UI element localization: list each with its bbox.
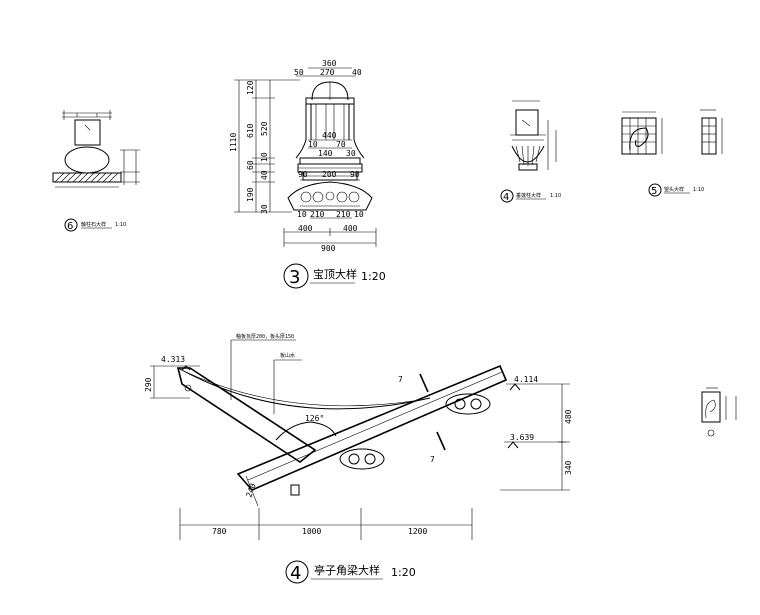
detail-4s-title: 垂莲柱大样 [516,192,541,199]
svg-text:10: 10 [260,152,269,162]
svg-text:4.313: 4.313 [161,355,185,364]
svg-text:1200: 1200 [408,527,427,536]
svg-text:70: 70 [336,140,346,149]
detail-5-number: 5 [651,186,657,197]
svg-text:480: 480 [564,409,573,424]
detail-6-number-circle [64,218,78,232]
detail-4s-number: 4 [503,192,509,203]
svg-text:40: 40 [260,170,269,180]
svg-text:7: 7 [430,455,435,464]
svg-text:440: 440 [322,131,337,140]
svg-text:4.114: 4.114 [514,375,538,384]
svg-text:126°: 126° [305,414,324,423]
svg-text:50: 50 [294,68,304,77]
svg-text:520: 520 [260,121,269,136]
svg-text:3.639: 3.639 [510,433,534,442]
detail-3-scale: 1:20 [361,270,386,283]
svg-text:360: 360 [322,59,337,68]
detail-3-dim-labels: 360 50 270 40 1110 120 610 520 10 60 40 … [229,59,364,253]
svg-text:10: 10 [308,140,318,149]
svg-text:10: 10 [297,210,307,219]
svg-text:40: 40 [352,68,362,77]
svg-text:90: 90 [298,170,308,179]
detail-5-scale: 1:10 [693,187,704,193]
svg-text:板山水: 板山水 [280,352,295,359]
svg-text:200: 200 [322,170,337,179]
detail-4-number-circle [285,560,309,584]
detail-4-number: 4 [290,563,301,584]
detail-5-title: 望头大样 [664,186,684,193]
small-ornament-drawing [701,387,737,437]
svg-text:900: 900 [321,244,336,253]
detail-3-title: 宝顶大样 [313,267,357,281]
svg-text:270: 270 [320,68,335,77]
detail-3-number: 3 [289,267,300,288]
svg-text:290: 290 [144,377,153,392]
detail-4-title: 亭子角梁大样 [314,563,380,577]
svg-text:140: 140 [318,149,333,158]
svg-text:60: 60 [246,160,255,170]
detail-4-scale: 1:20 [391,566,416,579]
svg-text:340: 340 [564,460,573,475]
detail-3-number-circle [283,263,309,289]
detail-4s-number-circle [500,189,514,203]
svg-text:400: 400 [298,224,313,233]
detail-6-title: 触柱石大样 [81,221,106,228]
svg-text:90: 90 [350,170,360,179]
detail-4-labels: 4.313 290 釉板瓦厚200，板头厚150 板山水 126° 7 7 4.… [144,333,573,536]
detail-6-number: 6 [67,221,73,232]
svg-text:7: 7 [398,375,403,384]
detail-4s-scale: 1:10 [550,193,561,199]
svg-text:10: 10 [354,210,364,219]
svg-text:210: 210 [336,210,351,219]
svg-text:610: 610 [246,123,255,138]
detail-3-drawing [234,67,377,247]
svg-text:30: 30 [260,204,269,214]
svg-text:釉板瓦厚200，板头厚150: 釉板瓦厚200，板头厚150 [236,333,294,340]
svg-text:1000: 1000 [302,527,321,536]
detail-4-small-drawing [510,100,557,171]
svg-text:400: 400 [343,224,358,233]
detail-5-drawing [621,109,723,155]
detail-6-scale: 1:10 [115,222,126,228]
svg-text:780: 780 [212,527,227,536]
svg-text:30: 30 [346,149,356,158]
detail-4-beam-drawing [150,339,570,540]
svg-text:190: 190 [246,187,255,202]
svg-text:120: 120 [246,80,255,95]
svg-text:210: 210 [310,210,325,219]
svg-text:1110: 1110 [229,133,238,152]
detail-5-number-circle [648,183,662,197]
detail-6-drawing [52,110,140,188]
